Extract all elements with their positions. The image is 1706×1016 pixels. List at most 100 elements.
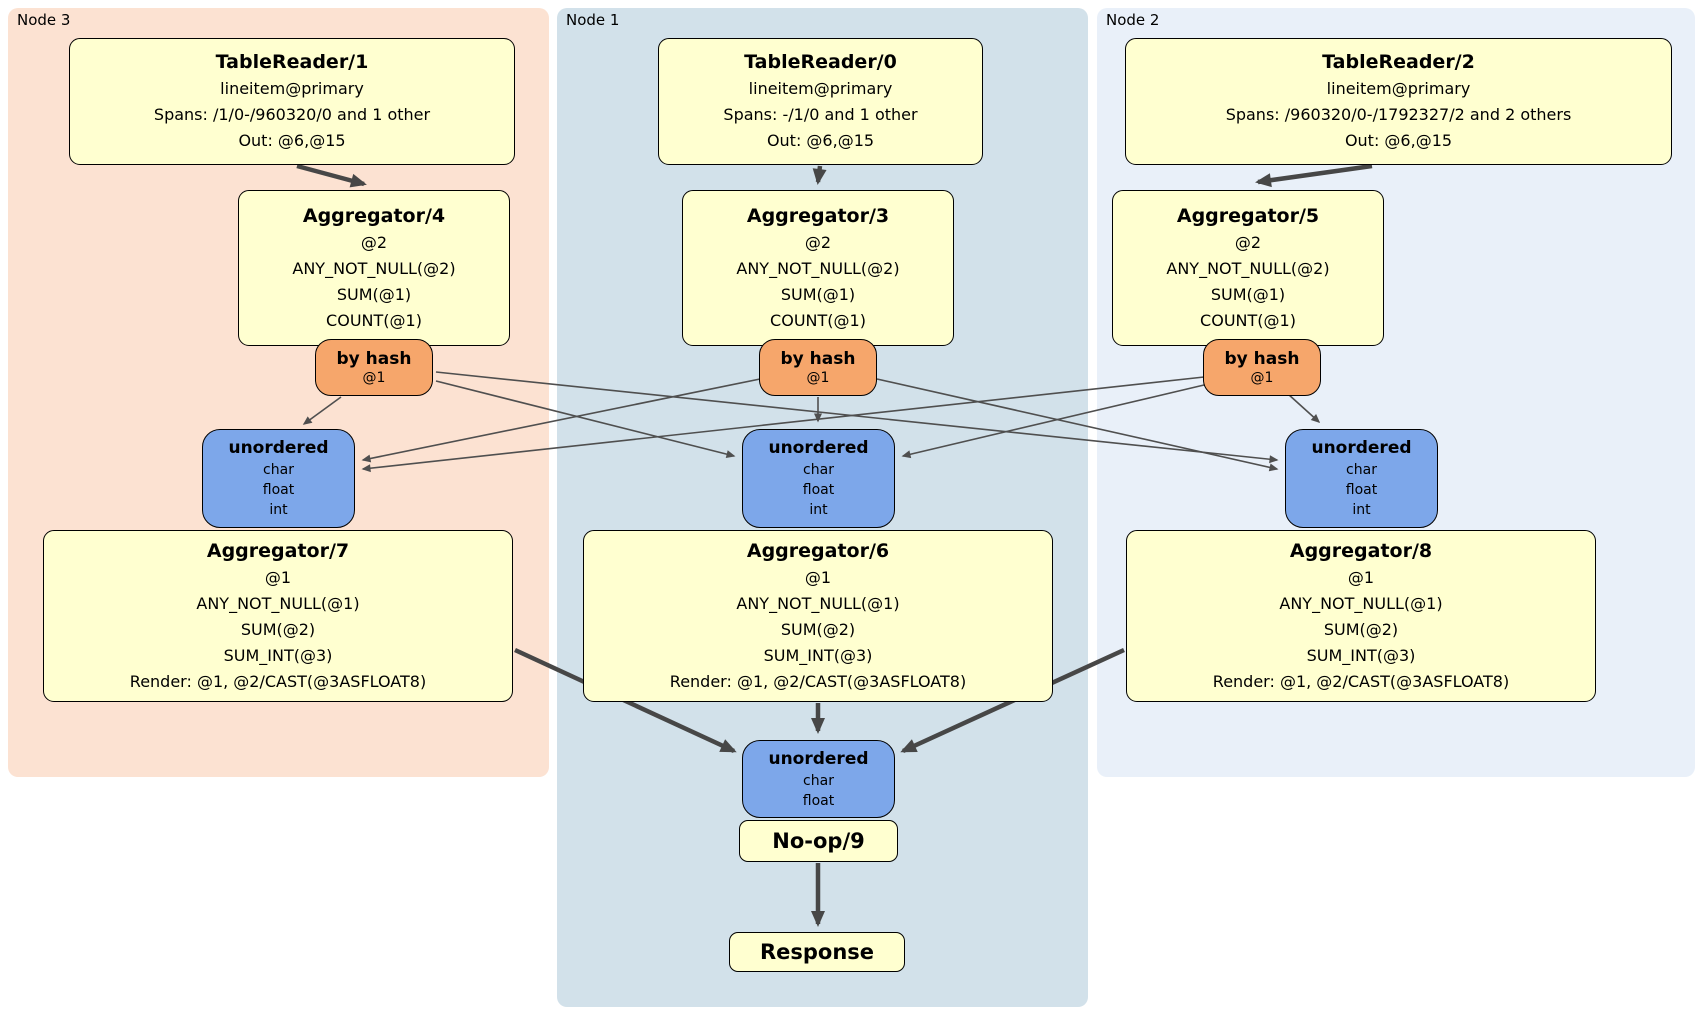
node-detail: @1 [1347, 567, 1375, 587]
node-detail: @2 [360, 232, 388, 252]
router-title: by hash [1224, 348, 1300, 369]
plan-node-tablereader-1: TableReader/1 lineitem@primary Spans: /1… [69, 38, 515, 165]
node-detail: Render: @1, @2/CAST(@3ASFLOAT8) [1212, 671, 1510, 691]
node-detail: ANY_NOT_NULL(@1) [196, 593, 360, 613]
plan-node-response: Response [729, 932, 905, 972]
router-by-hash-node3: by hash @1 [315, 339, 433, 396]
node-title: No-op/9 [772, 829, 865, 853]
sync-type: int [1352, 502, 1371, 518]
edge-hash4-unordered7 [302, 396, 342, 425]
sync-type: float [1345, 482, 1378, 498]
node-detail: SUM(@1) [780, 284, 856, 304]
router-by-hash-node2: by hash @1 [1203, 339, 1321, 396]
node-detail: SUM_INT(@3) [763, 645, 873, 665]
node-detail: SUM(@1) [1210, 284, 1286, 304]
edge-hash3-unordered8 [876, 378, 1279, 472]
router-columns: @1 [806, 369, 830, 386]
node-detail: @1 [804, 567, 832, 587]
sync-type: float [802, 792, 835, 809]
edge-hash4-unordered6 [435, 380, 736, 459]
node-detail: @1 [264, 567, 292, 587]
node-detail: SUM_INT(@3) [1306, 645, 1416, 665]
sync-title: unordered [228, 438, 329, 458]
node-detail: ANY_NOT_NULL(@1) [736, 593, 900, 613]
node-detail: Spans: -/1/0 and 1 other [723, 105, 918, 124]
sync-type: char [803, 462, 834, 478]
edge-tablereader2-aggregator5 [1255, 163, 1373, 188]
node-detail: SUM(@1) [336, 284, 412, 304]
edge-hash5-unordered8 [1287, 393, 1321, 424]
sync-type: char [1346, 462, 1377, 478]
edge-tablereader1-aggregator4 [296, 163, 367, 188]
node-title: Aggregator/8 [1289, 539, 1433, 562]
node-title: Aggregator/6 [746, 539, 890, 562]
sync-title: unordered [768, 438, 869, 458]
plan-node-aggregator-3: Aggregator/3 @2 ANY_NOT_NULL(@2) SUM(@1)… [682, 190, 954, 346]
edge-tablereader0-aggregator3 [812, 165, 827, 185]
node-detail: SUM(@2) [780, 619, 856, 639]
node-title: Aggregator/7 [206, 539, 350, 562]
node-title: Aggregator/3 [746, 204, 890, 227]
sync-type: int [269, 502, 288, 518]
node-detail: Out: @6,@15 [766, 131, 875, 150]
node-detail: COUNT(@1) [326, 310, 422, 330]
plan-node-aggregator-8: Aggregator/8 @1 ANY_NOT_NULL(@1) SUM(@2)… [1126, 530, 1596, 702]
edge-hash3-unordered7 [361, 378, 761, 463]
router-by-hash-node1: by hash @1 [759, 339, 877, 396]
plan-node-aggregator-4: Aggregator/4 @2 ANY_NOT_NULL(@2) SUM(@1)… [238, 190, 510, 346]
plan-node-aggregator-7: Aggregator/7 @1 ANY_NOT_NULL(@1) SUM(@2)… [43, 530, 513, 702]
node-detail: COUNT(@1) [1200, 310, 1296, 330]
node-detail: SUM(@2) [240, 619, 316, 639]
router-columns: @1 [1250, 369, 1274, 386]
node-detail: ANY_NOT_NULL(@1) [1279, 593, 1443, 613]
edge-hash5-unordered6 [901, 384, 1205, 459]
sync-type: int [809, 502, 828, 518]
node-detail: ANY_NOT_NULL(@2) [1166, 258, 1330, 278]
router-title: by hash [336, 348, 412, 369]
sync-unordered-final: unordered char float [742, 740, 895, 818]
node-title: Response [759, 940, 875, 964]
node-detail: Render: @1, @2/CAST(@3ASFLOAT8) [129, 671, 427, 691]
node-detail: @2 [1234, 232, 1262, 252]
node-detail: Spans: /960320/0-/1792327/2 and 2 others [1225, 105, 1572, 124]
sync-title: unordered [768, 748, 869, 769]
plan-node-aggregator-6: Aggregator/6 @1 ANY_NOT_NULL(@1) SUM(@2)… [583, 530, 1053, 702]
node-detail: ANY_NOT_NULL(@2) [736, 258, 900, 278]
node-title: TableReader/0 [744, 51, 897, 73]
sync-type: float [802, 482, 835, 498]
edge-hash5-unordered7 [361, 376, 1205, 473]
sync-type: char [263, 462, 294, 478]
plan-node-tablereader-0: TableReader/0 lineitem@primary Spans: -/… [658, 38, 983, 165]
edge-hash4-unordered8 [435, 371, 1279, 464]
region-label-node3: Node 3 [17, 11, 71, 29]
router-columns: @1 [362, 369, 386, 386]
node-detail: Out: @6,@15 [238, 131, 346, 150]
node-detail: Out: @6,@15 [1344, 131, 1453, 150]
router-title: by hash [780, 348, 856, 369]
sync-unordered-node1: unordered char float int [742, 429, 895, 528]
node-detail: Render: @1, @2/CAST(@3ASFLOAT8) [669, 671, 967, 691]
sync-title: unordered [1311, 438, 1412, 458]
node-title: Aggregator/5 [1176, 204, 1320, 227]
sync-type: char [803, 772, 834, 789]
plan-node-tablereader-2: TableReader/2 lineitem@primary Spans: /9… [1125, 38, 1672, 165]
sync-unordered-node2: unordered char float int [1285, 429, 1438, 528]
node-title: Aggregator/4 [302, 204, 446, 227]
plan-node-aggregator-5: Aggregator/5 @2 ANY_NOT_NULL(@2) SUM(@1)… [1112, 190, 1384, 346]
node-title: TableReader/2 [1322, 51, 1475, 73]
node-detail: SUM(@2) [1323, 619, 1399, 639]
node-detail: ANY_NOT_NULL(@2) [292, 258, 456, 278]
sync-type: float [262, 482, 295, 498]
sync-unordered-node3: unordered char float int [202, 429, 355, 528]
node-detail: SUM_INT(@3) [223, 645, 333, 665]
node-detail: COUNT(@1) [770, 310, 866, 330]
node-detail: lineitem@primary [220, 79, 364, 98]
plan-node-noop-9: No-op/9 [739, 820, 898, 862]
region-label-node1: Node 1 [566, 11, 620, 29]
node-detail: lineitem@primary [748, 79, 893, 98]
node-detail: lineitem@primary [1326, 79, 1471, 98]
node-detail: Spans: /1/0-/960320/0 and 1 other [153, 105, 431, 124]
region-label-node2: Node 2 [1106, 11, 1160, 29]
node-title: TableReader/1 [215, 51, 369, 73]
